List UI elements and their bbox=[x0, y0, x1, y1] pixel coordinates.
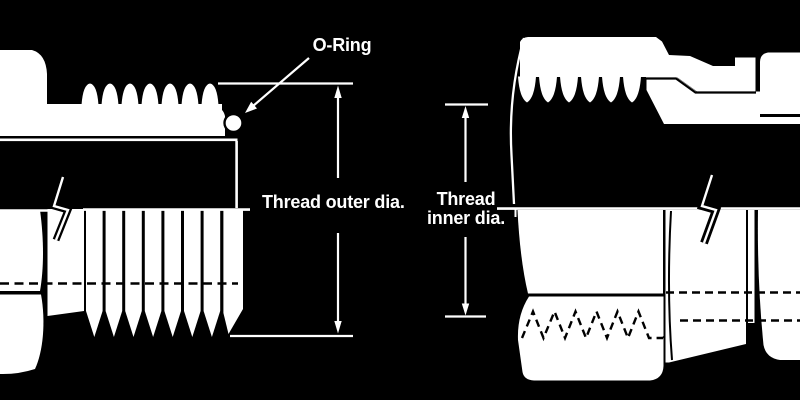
o-ring-arrowhead bbox=[245, 101, 257, 113]
female-nut-upper-flat bbox=[517, 210, 663, 294]
male-fitting-drawing bbox=[0, 50, 250, 375]
right-body-bottom bbox=[665, 210, 746, 363]
stem-strip bbox=[748, 210, 755, 323]
outer-dia-arrow-up-icon bbox=[334, 85, 342, 98]
right-body-top bbox=[760, 52, 800, 114]
o-ring-label: O-Ring bbox=[312, 35, 372, 55]
outer-dia-arrow-down-icon bbox=[334, 321, 342, 334]
thread-inner-dia-label-line1: Thread bbox=[436, 189, 496, 209]
male-thread-crests bbox=[81, 83, 219, 105]
inner-dia-arrow-up-icon bbox=[461, 106, 470, 118]
thread-outer-dia-label: Thread outer dia. bbox=[262, 192, 405, 212]
thread-inner-dia-label-line2: inner dia. bbox=[426, 208, 506, 228]
right-hex-piece bbox=[757, 210, 800, 360]
male-hex-lower-flat bbox=[0, 294, 44, 375]
male-hex-upper-flat bbox=[0, 210, 43, 291]
female-nut-top-body bbox=[520, 37, 756, 92]
outer-dia-dimension bbox=[218, 82, 353, 338]
inner-dia-dimension bbox=[445, 103, 488, 318]
male-body-top bbox=[0, 50, 225, 136]
male-shoulder-line bbox=[0, 138, 238, 142]
o-ring-leader-line bbox=[252, 57, 310, 107]
male-section-thread-teeth bbox=[86, 209, 243, 337]
thread-inner-dia-label: Thread inner dia. bbox=[422, 190, 510, 228]
female-break-line bbox=[696, 173, 722, 245]
o-ring-callout bbox=[245, 57, 310, 113]
female-fitting-drawing bbox=[497, 37, 800, 381]
female-nut-face-arc bbox=[509, 37, 526, 205]
male-break-line bbox=[49, 175, 73, 242]
tube-sleeve-seam bbox=[646, 77, 756, 94]
inner-dia-arrow-down-icon bbox=[461, 303, 470, 316]
female-thread-crests bbox=[518, 76, 641, 103]
o-ring-circle bbox=[223, 112, 244, 134]
male-shank bbox=[47, 209, 84, 316]
female-nut-lower-flat bbox=[517, 296, 664, 381]
right-body-edge-curve bbox=[667, 210, 673, 361]
male-end-face-edge bbox=[235, 141, 238, 208]
